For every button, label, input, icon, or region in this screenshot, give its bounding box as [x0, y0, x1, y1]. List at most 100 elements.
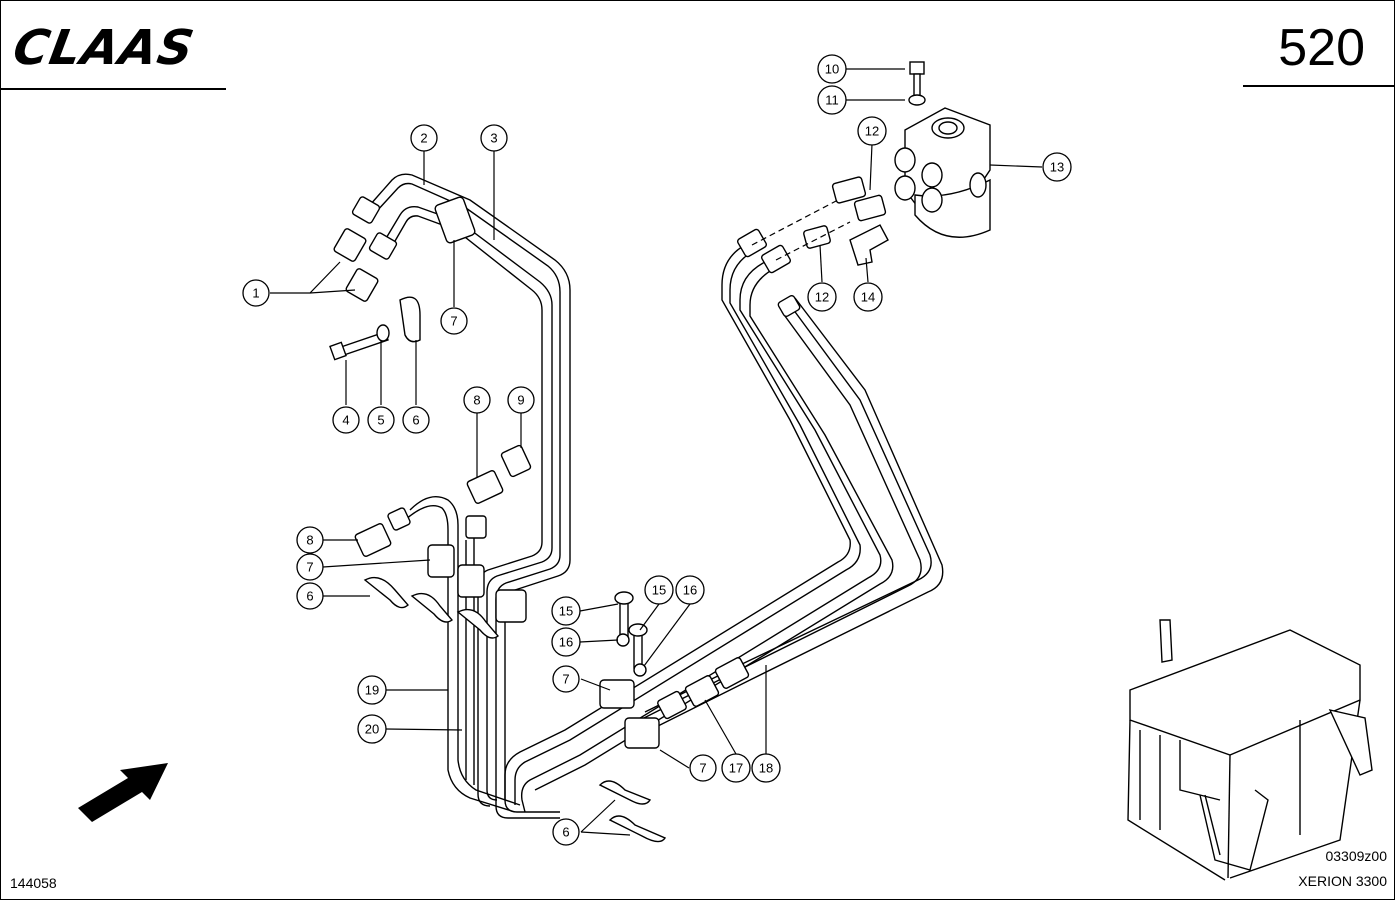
callouts: 1 2 3 4 5 6 7 8 9 10 11 12 12 13 14 7 8 … — [242, 54, 1072, 846]
pipe-clamp-7-b — [457, 564, 485, 598]
fitting-nut-2b — [368, 232, 398, 260]
clamp-half-6-bottom-b — [608, 815, 667, 843]
clamp-half-6-a — [363, 576, 409, 609]
callout-2: 2 — [410, 124, 438, 152]
callout-8-lower: 8 — [296, 526, 324, 554]
clamp-half-6-upper — [399, 296, 421, 343]
fitting-nut-2 — [351, 196, 381, 224]
callout-16-a: 16 — [551, 627, 581, 657]
pipe-clamp-7-bottom-b — [624, 717, 660, 749]
callout-17: 17 — [721, 753, 751, 783]
callout-10: 10 — [817, 54, 847, 84]
svg-text:18: 18 — [759, 761, 773, 776]
svg-text:4: 4 — [342, 413, 349, 428]
callout-7-a: 7 — [296, 553, 324, 581]
svg-text:8: 8 — [473, 393, 480, 408]
svg-text:7: 7 — [450, 314, 457, 329]
fitting-8-upper — [466, 470, 504, 504]
fitting-adapter-1a — [333, 228, 367, 262]
callout-15-a: 15 — [551, 596, 581, 626]
callout-1: 1 — [242, 279, 270, 307]
callout-8-upper: 8 — [463, 386, 491, 414]
callout-18: 18 — [751, 753, 781, 783]
washer-11 — [908, 94, 926, 106]
svg-text:3: 3 — [490, 131, 497, 146]
callout-4: 4 — [332, 406, 360, 434]
callout-9: 9 — [507, 386, 535, 414]
svg-text:16: 16 — [683, 583, 697, 598]
inline-fitting-17 — [684, 675, 720, 707]
callout-20: 20 — [357, 714, 387, 744]
pipe-clamp-7-a — [427, 544, 455, 578]
forward-direction-arrow — [78, 763, 168, 822]
adapter-12-b — [853, 194, 887, 222]
svg-text:8: 8 — [306, 533, 313, 548]
svg-text:13: 13 — [1050, 160, 1064, 175]
svg-text:15: 15 — [652, 583, 666, 598]
svg-text:17: 17 — [729, 761, 743, 776]
svg-text:12: 12 — [865, 124, 879, 139]
svg-text:2: 2 — [420, 131, 427, 146]
callout-7-upper: 7 — [440, 307, 468, 335]
clamp-half-6-c — [456, 608, 500, 639]
svg-text:19: 19 — [365, 683, 379, 698]
left-pipe-group — [369, 173, 571, 819]
document-number: 144058 — [10, 875, 57, 891]
adapter-12-c — [803, 225, 831, 249]
figure-code: 03309z00 — [1325, 848, 1387, 864]
svg-text:7: 7 — [306, 560, 313, 575]
callout-11: 11 — [817, 85, 847, 115]
callout-5: 5 — [367, 406, 395, 434]
svg-text:12: 12 — [815, 290, 829, 305]
svg-text:15: 15 — [559, 604, 573, 619]
adapter-12-a — [831, 176, 867, 204]
clamp-half-6-b — [410, 592, 454, 623]
callout-6-bottom: 6 — [552, 818, 580, 846]
svg-text:7: 7 — [699, 761, 706, 776]
svg-text:6: 6 — [306, 589, 313, 604]
svg-text:7: 7 — [562, 672, 569, 687]
nut-16-b — [633, 663, 647, 677]
fitting-9 — [500, 444, 532, 478]
svg-text:6: 6 — [412, 413, 419, 428]
fitting-nut-upper-a — [737, 228, 767, 258]
page-number-rule — [1243, 85, 1395, 87]
callout-7-b: 7 — [552, 665, 580, 693]
callout-6-a: 6 — [296, 582, 324, 610]
svg-text:6: 6 — [562, 825, 569, 840]
callout-3: 3 — [480, 124, 508, 152]
svg-text:14: 14 — [861, 290, 875, 305]
cab-overview-illustration — [1127, 619, 1373, 881]
clamp-half-6-bottom-a — [598, 780, 652, 805]
fittings — [329, 196, 750, 843]
leader-lines — [270, 68, 1043, 836]
svg-text:11: 11 — [825, 93, 839, 108]
elbow-14 — [849, 224, 889, 266]
model-name: XERION 3300 — [1298, 873, 1387, 889]
bolt-15-b — [633, 631, 643, 669]
callout-6-upper: 6 — [402, 406, 430, 434]
page-number: 520 — [1278, 19, 1365, 77]
callout-16-b: 16 — [675, 575, 705, 605]
callout-12-lower: 12 — [807, 282, 837, 312]
callout-13: 13 — [1042, 152, 1072, 182]
pipe-clamp-7-upper — [434, 196, 476, 244]
bolt-10 — [909, 61, 925, 75]
washer-5 — [376, 324, 390, 342]
svg-text:10: 10 — [825, 62, 839, 77]
pipe-clamp-7-bottom-a — [599, 679, 635, 709]
logo-rule — [0, 88, 226, 90]
right-pipe-group — [504, 244, 944, 813]
svg-text:20: 20 — [365, 722, 379, 737]
nut-16-a — [616, 633, 630, 647]
callout-15-b: 15 — [644, 575, 674, 605]
callout-14: 14 — [853, 282, 883, 312]
svg-text:9: 9 — [517, 393, 524, 408]
pipe-clamp-7-c — [495, 589, 527, 623]
svg-text:1: 1 — [252, 286, 259, 301]
callout-7-c: 7 — [689, 754, 717, 782]
fitting-elbow-9-lower — [465, 515, 487, 539]
steering-unit-13 — [737, 61, 991, 318]
fitting-adapter-1b — [345, 268, 379, 302]
